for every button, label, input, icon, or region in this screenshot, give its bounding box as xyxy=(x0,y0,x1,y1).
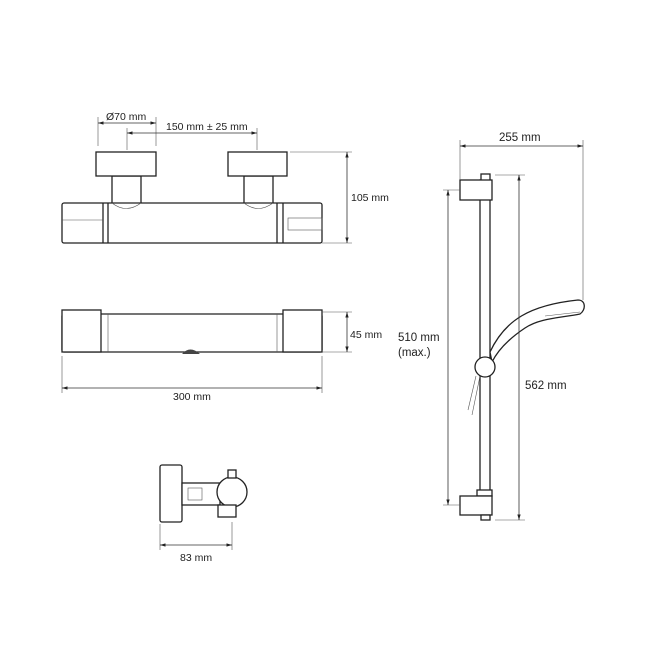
shower-rail xyxy=(459,173,585,521)
label-head-reach: 255 mm xyxy=(499,132,541,144)
valve-side-view xyxy=(159,464,248,523)
dimension-lines-rail xyxy=(443,140,584,521)
dimension-lines-top xyxy=(97,117,352,244)
label-inlet-centres: 150 mm ± 25 mm xyxy=(166,121,248,133)
valve-front-view xyxy=(61,309,323,354)
label-valve-projection: 83 mm xyxy=(180,552,212,564)
label-valve-height: 105 mm xyxy=(351,192,389,204)
label-rail-adjust: 510 mm xyxy=(398,332,440,344)
label-valve-width: 300 mm xyxy=(173,391,211,403)
label-valve-depth: 45 mm xyxy=(350,329,382,341)
label-rail-length: 562 mm xyxy=(525,380,567,392)
valve-top-view xyxy=(61,151,323,244)
dimension-lines-front xyxy=(61,311,352,393)
dimension-lines-side xyxy=(159,522,233,550)
label-rail-adjust-note: (max.) xyxy=(398,347,431,359)
label-inlet-diameter: Ø70 mm xyxy=(106,111,147,123)
